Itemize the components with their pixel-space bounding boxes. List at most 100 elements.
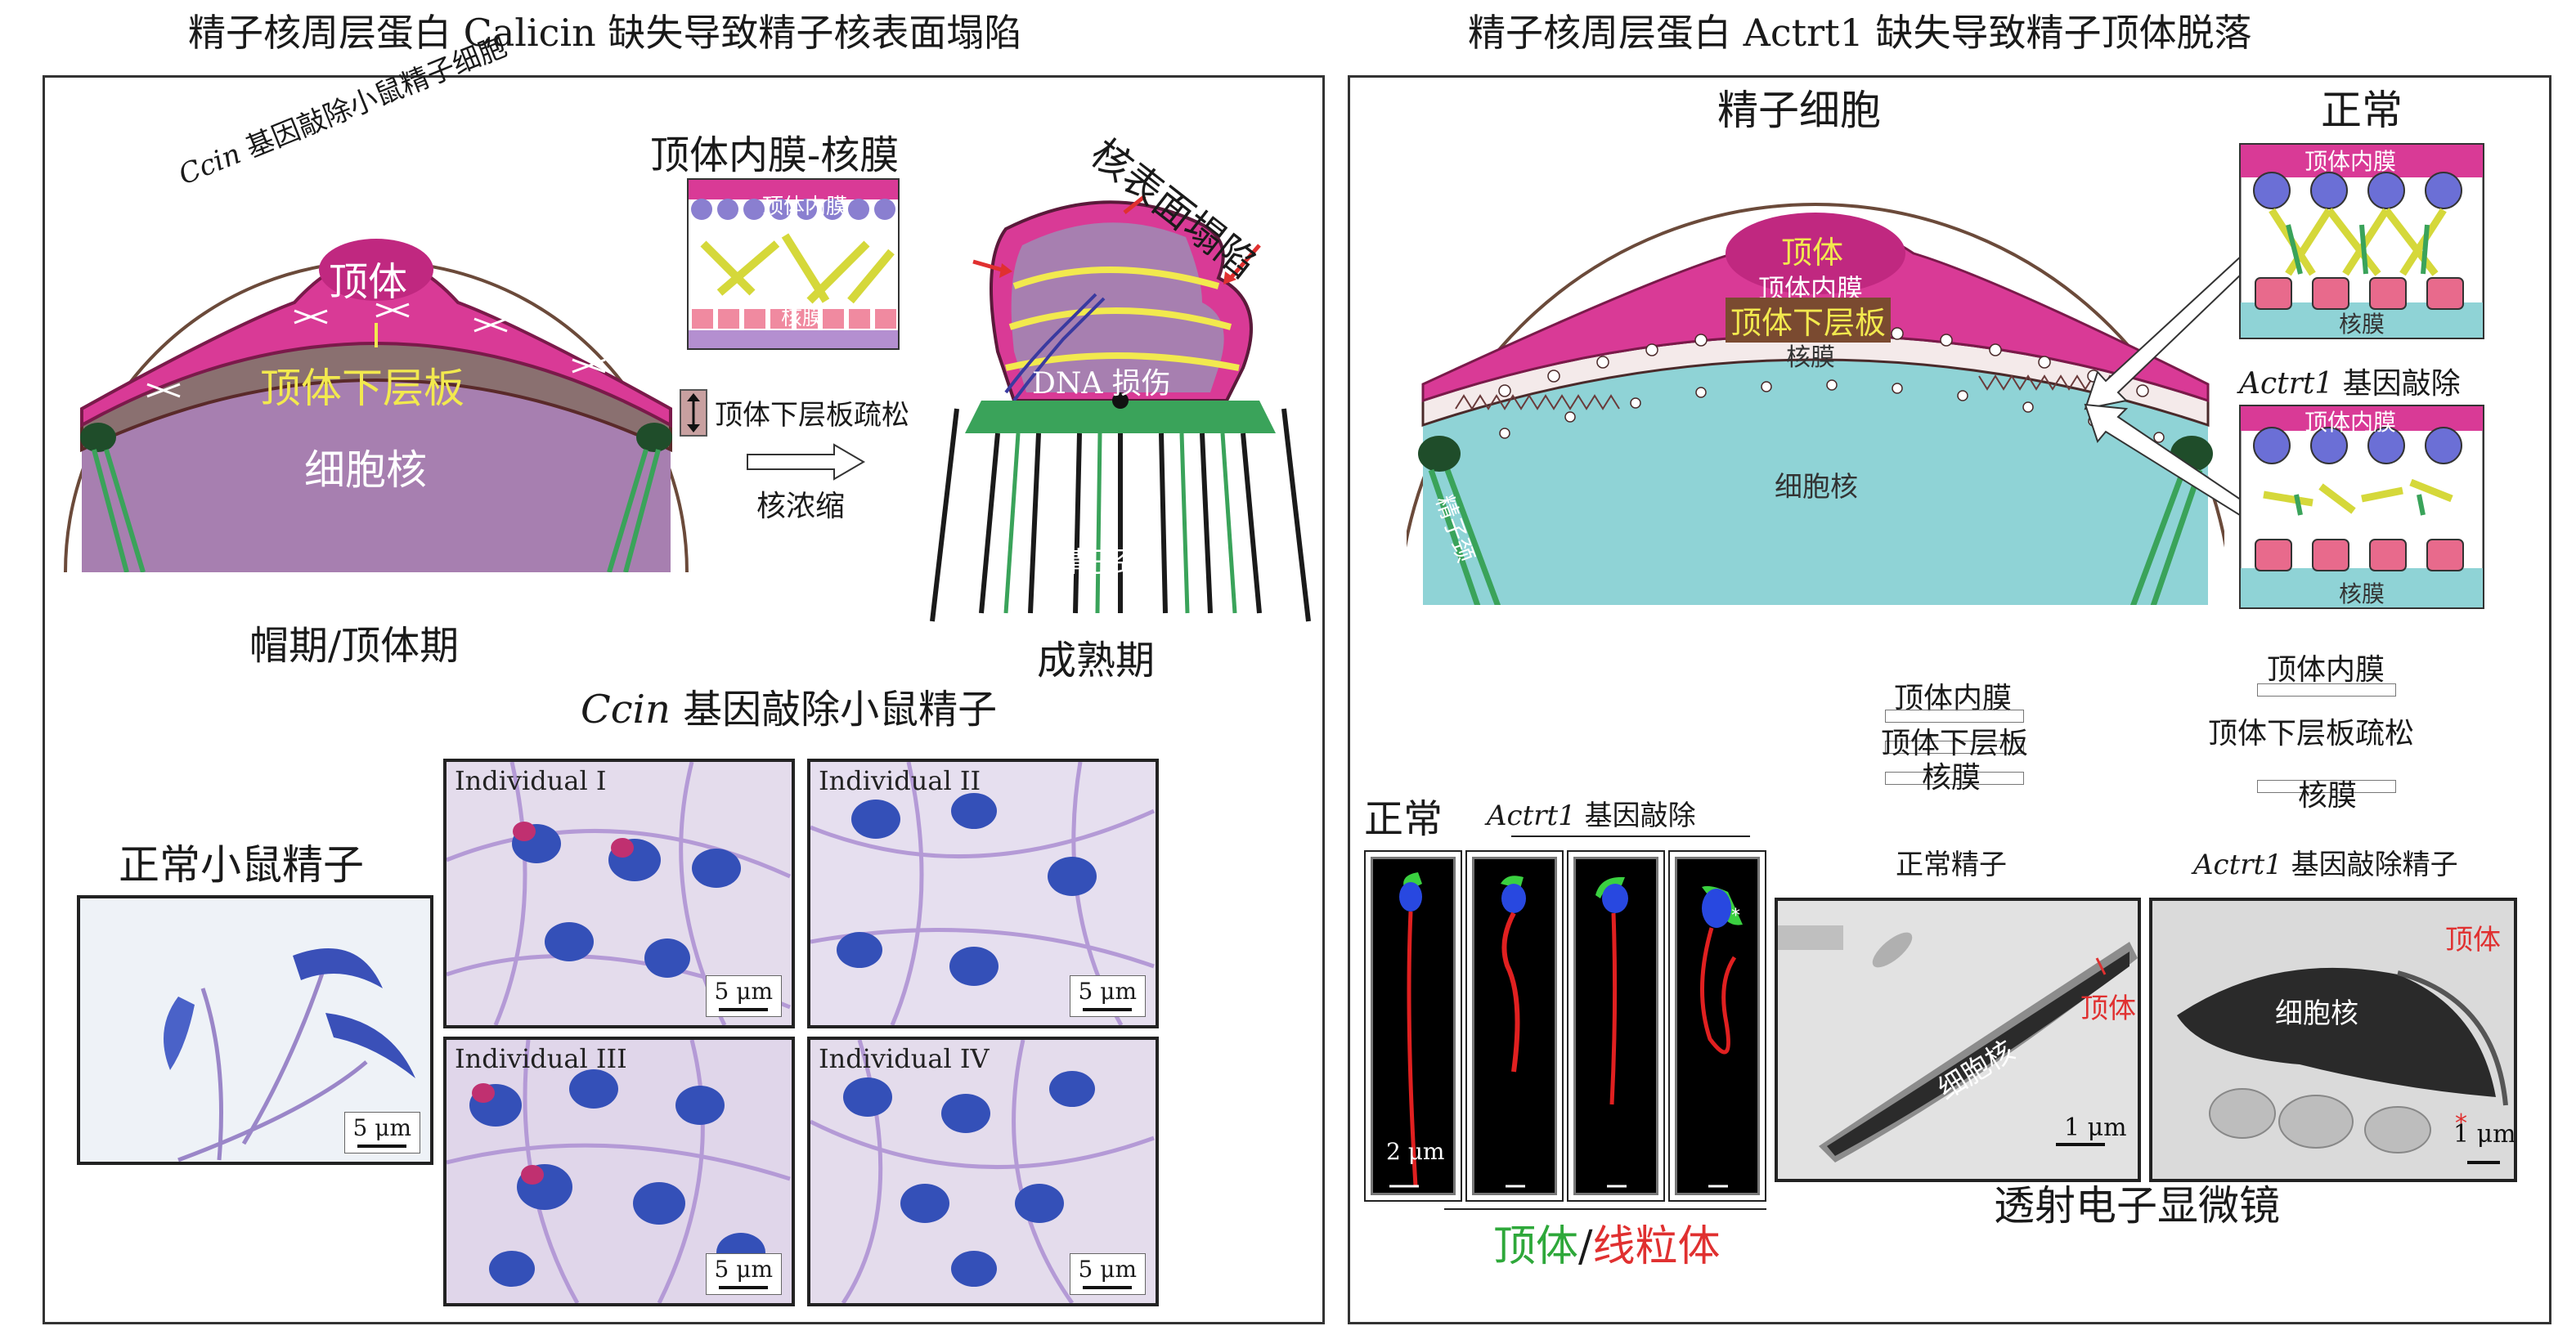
inset-nuclear-membrane: 核膜 xyxy=(781,306,824,330)
fluo-ko-1-image xyxy=(1501,876,1526,1188)
spermatid-title: 精子细胞 xyxy=(1717,87,1881,134)
normal-inset-inner: 顶体内膜 xyxy=(2304,148,2397,175)
legend-normal-nuclear: 核膜 xyxy=(1922,761,1981,795)
cap-acrosome-label: 顶体 xyxy=(329,259,408,305)
fluo-ko-2-image xyxy=(1595,876,1628,1188)
condense-label: 核浓缩 xyxy=(756,490,846,523)
fluo-panel-normal xyxy=(1371,857,1456,1195)
individual-2-scale: 5 μm xyxy=(1069,975,1146,1017)
fluo-ko-label: Actrt1 基因敲除 xyxy=(1487,793,1696,833)
cap-stage-label: 帽期/顶体期 xyxy=(249,623,460,669)
fluo-frame-normal xyxy=(1364,850,1462,1202)
normal-inset-nuclear: 核膜 xyxy=(2339,311,2385,338)
tem-normal-drawing xyxy=(1778,901,2138,1179)
fluo-ko-label-rest: 基因敲除 xyxy=(1575,800,1696,832)
individual-1-scale: 5 μm xyxy=(705,975,782,1017)
normal-scale-bar: 5 μm xyxy=(343,1112,420,1154)
legend-normal-stack xyxy=(1885,710,2024,785)
tem-ko-acrosome: 顶体 xyxy=(2445,924,2501,956)
ko-sperm-title-italic: Ccin xyxy=(581,687,671,732)
individual-2-scale-text: 5 μm xyxy=(1078,978,1137,1005)
cap-nucleus-label: 细胞核 xyxy=(304,446,427,494)
legend-ko-inner: 顶体内膜 xyxy=(2267,653,2385,687)
individual-3-tag: Individual III xyxy=(455,1043,627,1074)
mature-stage-diagram xyxy=(930,195,1311,622)
ko-sperm-title: Ccin 基因敲除小鼠精子 xyxy=(581,677,997,734)
tem-ko-drawing: * xyxy=(2152,901,2514,1179)
legend-normal-sub: 顶体下层板 xyxy=(1881,727,2029,760)
cap-subacrosomal-label: 顶体下层板 xyxy=(260,365,464,412)
inset-arrows xyxy=(2084,244,2263,525)
spermatid-nuclear-membrane: 核膜 xyxy=(1786,343,1835,372)
legend-ko-nuclear: 核膜 xyxy=(2298,779,2358,813)
individual-4-scale-text: 5 μm xyxy=(1078,1256,1137,1283)
fluo-ko-3-image: * xyxy=(1700,885,1743,1188)
left-panel-title: 精子核周层蛋白 Calicin 缺失导致精子核表面塌陷 xyxy=(188,11,1022,55)
fluo-caption-bracket xyxy=(1444,1208,1766,1210)
fluo-caption-red: 线粒体 xyxy=(1592,1222,1721,1271)
individual-2-tag: Individual II xyxy=(819,765,981,796)
spermatid-subacrosomal: 顶体下层板 xyxy=(1726,298,1892,343)
ko-inset-diagram xyxy=(2239,405,2484,609)
spermatid-nucleus: 细胞核 xyxy=(1775,471,1858,504)
fluo-frame-ko-3: * xyxy=(1668,850,1766,1202)
individual-3-image xyxy=(447,1040,791,1303)
dna-damage-label: DNA 损伤 xyxy=(1032,367,1171,401)
legend-ko-sub: 顶体下层板疏松 xyxy=(2208,717,2415,750)
normal-sperm-title: 正常小鼠精子 xyxy=(119,841,364,889)
tem-ko-scale: 1 μm xyxy=(2453,1120,2516,1149)
tem-ko-title-rest: 基因敲除精子 xyxy=(2282,849,2458,881)
individual-1-tag: Individual I xyxy=(455,765,607,796)
tem-ko-title: Actrt1 基因敲除精子 xyxy=(2193,842,2458,882)
spermatid-diagram xyxy=(1407,203,2224,605)
micrograph-individual-2: Individual II 5 μm xyxy=(807,759,1159,1028)
ko-inset-title: Actrt1 基因敲除 xyxy=(2239,360,2461,402)
fluo-frame-ko-1 xyxy=(1465,850,1564,1202)
legend-ko-stack xyxy=(2257,683,2396,798)
individual-4-scale: 5 μm xyxy=(1069,1253,1146,1295)
ko-inset-title-rest: 基因敲除 xyxy=(2333,367,2461,401)
tem-caption: 透射电子显微镜 xyxy=(1994,1182,2280,1230)
condense-arrow xyxy=(747,443,865,481)
micrograph-individual-4: Individual IV 5 μm xyxy=(807,1037,1159,1306)
membrane-inset-diagram xyxy=(687,178,900,350)
individual-3-scale: 5 μm xyxy=(705,1253,782,1295)
ko-sperm-title-rest: 基因敲除小鼠精子 xyxy=(670,687,998,732)
right-panel-frame xyxy=(1348,75,2551,1324)
loose-label: 顶体下层板疏松 xyxy=(715,399,909,432)
loose-icon xyxy=(680,389,707,437)
tem-normal-scale: 1 μm xyxy=(2064,1113,2127,1142)
fluo-caption-slash: / xyxy=(1578,1222,1593,1271)
individual-2-image xyxy=(810,762,1156,1025)
inset-inner-membrane: 顶体内膜 xyxy=(762,195,848,219)
normal-inset-title: 正常 xyxy=(2321,87,2403,134)
membrane-inset-title: 顶体内膜-核膜 xyxy=(650,132,900,178)
individual-1-scale-text: 5 μm xyxy=(714,978,773,1005)
normal-inset-diagram xyxy=(2239,143,2484,339)
tem-normal-title: 正常精子 xyxy=(1896,849,2007,881)
normal-scale-text: 5 μm xyxy=(352,1114,411,1141)
micrograph-normal: 5 μm xyxy=(77,895,433,1165)
fluo-ko-bracket xyxy=(1511,835,1750,837)
left-panel-frame xyxy=(43,75,1325,1324)
ko-inset-nuclear: 核膜 xyxy=(2339,580,2385,607)
individual-3-scale-text: 5 μm xyxy=(714,1256,773,1283)
svg-text:*: * xyxy=(2455,1109,2467,1138)
tem-ko-title-italic: Actrt1 xyxy=(2193,849,2282,881)
fluo-normal-image xyxy=(1389,872,1422,1188)
fluo-panel-ko-1 xyxy=(1472,857,1557,1195)
svg-text:*: * xyxy=(1731,906,1740,926)
ko-inset-title-italic: Actrt1 xyxy=(2239,367,2334,401)
fluo-frame-ko-2 xyxy=(1567,850,1665,1202)
ko-inset-inner: 顶体内膜 xyxy=(2304,409,2397,436)
fluo-panel-ko-3: * xyxy=(1675,857,1760,1195)
right-panel-title: 精子核周层蛋白 Actrt1 缺失导致精子顶体脱落 xyxy=(1468,11,2252,55)
tem-normal-acrosome: 顶体 xyxy=(2080,992,2136,1025)
fluo-scale-label: 2 μm xyxy=(1386,1138,1445,1165)
tem-ko-nucleus: 细胞核 xyxy=(2275,997,2358,1030)
micrograph-individual-1: Individual I 5 μm xyxy=(443,759,795,1028)
mature-stage-label: 成熟期 xyxy=(1037,638,1156,683)
micrograph-individual-3: Individual III 5 μm xyxy=(443,1037,795,1306)
fluo-ko-label-italic: Actrt1 xyxy=(1487,800,1576,832)
normal-sperm-image xyxy=(164,948,415,1162)
